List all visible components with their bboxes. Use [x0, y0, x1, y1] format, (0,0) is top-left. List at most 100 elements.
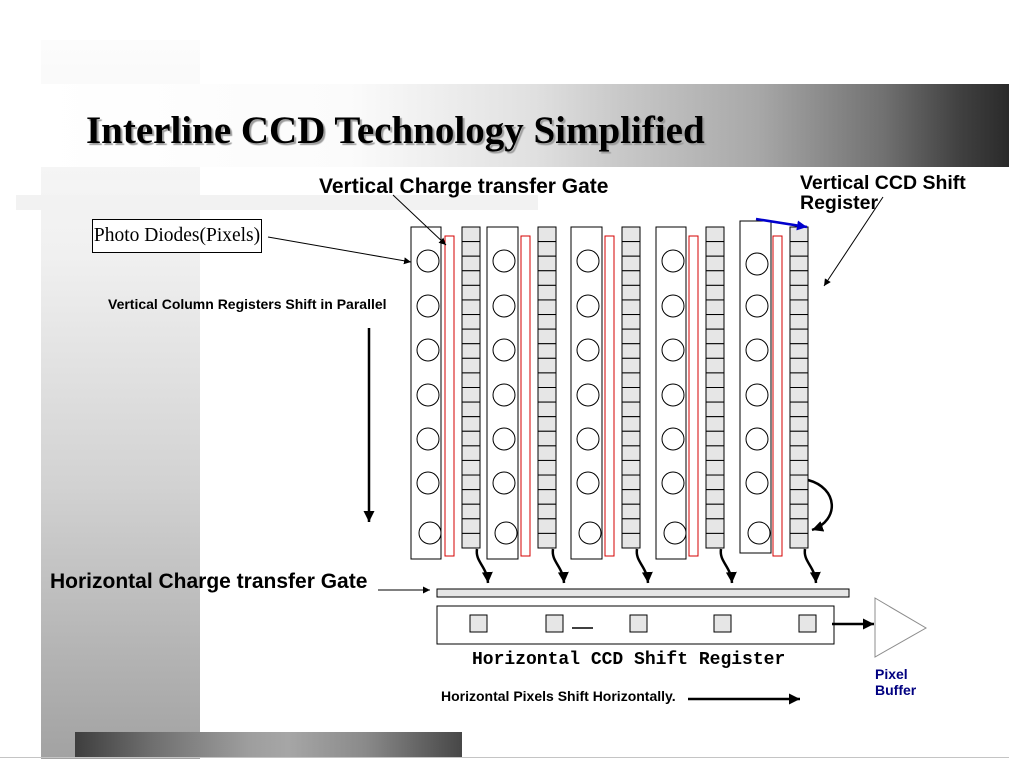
photodiode [745, 471, 769, 495]
register-cell [537, 459, 557, 476]
register-cell [461, 328, 481, 345]
photodiode [492, 383, 516, 407]
register-cell [705, 328, 725, 345]
horizontal-register-label: Horizontal CCD Shift Register [472, 650, 786, 670]
register-cell [621, 314, 641, 330]
register-cell [705, 430, 725, 447]
register-cell [461, 430, 481, 447]
pixel-buffer-label: Pixel Buffer [875, 666, 917, 698]
register-cell [789, 372, 809, 389]
register-cell [461, 314, 481, 330]
register-cell [621, 387, 641, 403]
register-cell [461, 372, 481, 389]
register-cell [705, 299, 725, 316]
photodiode [492, 427, 516, 451]
register-cell [537, 270, 557, 286]
register-cell [621, 241, 641, 257]
horizontal-register-cell [545, 614, 564, 633]
register-cell [537, 430, 557, 447]
register-cell [789, 270, 809, 286]
photodiode [747, 521, 771, 545]
register-cell [705, 474, 725, 491]
register-cell [705, 401, 725, 418]
register-cell [621, 518, 641, 534]
register-cell [705, 255, 725, 272]
horizontal-register-cell [713, 614, 732, 633]
register-cell [537, 445, 557, 461]
photodiode [416, 294, 440, 318]
register-cell [537, 357, 557, 374]
register-cell [461, 226, 481, 243]
photodiode [576, 427, 600, 451]
register-cell [705, 459, 725, 476]
light-stripe [16, 195, 538, 210]
photodiode [416, 338, 440, 362]
photodiode [494, 521, 518, 545]
photodiode [661, 294, 685, 318]
register-cell [789, 518, 809, 534]
photodiode [416, 249, 440, 273]
register-cell [537, 401, 557, 418]
vertical-transfer-gate [688, 235, 699, 557]
register-cell [621, 445, 641, 461]
register-cell [789, 430, 809, 447]
register-cell [537, 255, 557, 272]
horizontal-shift-caption: Horizontal Pixels Shift Horizontally. [441, 688, 676, 704]
register-cell [789, 299, 809, 316]
horizontal-register-cell [469, 614, 488, 633]
horizontal-transfer-gate [436, 588, 850, 598]
register-cell [537, 518, 557, 534]
photodiode [416, 383, 440, 407]
register-cell [789, 284, 809, 301]
photodiode [418, 521, 442, 545]
photodiode [745, 427, 769, 451]
register-cell [621, 401, 641, 418]
register-cell [461, 445, 481, 461]
vertical-transfer-gate [444, 235, 455, 557]
photo-diodes-label: Photo Diodes(Pixels) [93, 225, 261, 247]
register-cell [461, 518, 481, 534]
vertical-shift-register [461, 226, 481, 549]
register-cell [621, 474, 641, 491]
horizontal-shift-register [436, 605, 835, 645]
register-cell [621, 270, 641, 286]
photodiode [661, 471, 685, 495]
horizontal-gate-label: Horizontal Charge transfer Gate [50, 570, 368, 593]
register-cell [621, 416, 641, 432]
register-cell [705, 284, 725, 301]
register-cell [621, 343, 641, 359]
photodiode [745, 383, 769, 407]
photodiode [492, 471, 516, 495]
register-cell [537, 314, 557, 330]
register-cell [789, 532, 809, 549]
register-cell [537, 241, 557, 257]
register-cell [789, 314, 809, 330]
photodiode [663, 521, 687, 545]
photodiode [416, 427, 440, 451]
photodiode [576, 338, 600, 362]
register-cell [789, 357, 809, 374]
photodiode [745, 294, 769, 318]
register-cell [705, 372, 725, 389]
vertical-gate-pointer [392, 194, 447, 246]
photodiode [492, 338, 516, 362]
register-cell [705, 387, 725, 403]
register-cell [461, 532, 481, 549]
register-cell [621, 328, 641, 345]
register-cell [705, 357, 725, 374]
register-cell [789, 255, 809, 272]
register-cell [705, 489, 725, 505]
register-cell [537, 372, 557, 389]
register-cell [705, 518, 725, 534]
vertical-shift-register [621, 226, 641, 549]
vertical-shift-caption: Vertical Column Registers Shift in Paral… [108, 296, 387, 312]
register-cell [621, 459, 641, 476]
register-cell [537, 387, 557, 403]
register-cell [789, 503, 809, 520]
column-transfer-arrow [551, 548, 569, 584]
register-cell [537, 503, 557, 520]
column-transfer-arrow [719, 548, 737, 584]
pixel-column-group [486, 226, 569, 584]
photodiode [416, 471, 440, 495]
pixel-columns [410, 220, 821, 584]
